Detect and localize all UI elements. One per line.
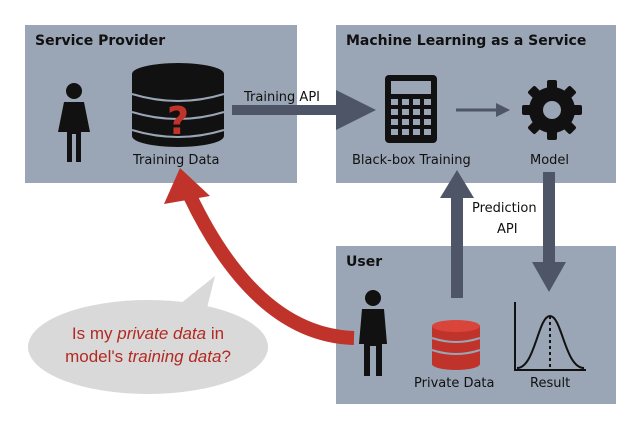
person-icon: [58, 83, 90, 162]
prediction-api-arrow: [451, 196, 463, 298]
speech-bubble: [28, 300, 268, 394]
training-to-model-arrowhead: [496, 103, 510, 117]
database-icon: [131, 63, 225, 147]
mlaas-title: Machine Learning as a Service: [346, 33, 587, 49]
speech-bubble-tail: [180, 276, 215, 312]
bubble-text-italic: training data: [127, 347, 222, 366]
bubble-text-italic: private data: [117, 324, 207, 343]
bubble-text-part: in: [206, 324, 225, 343]
bubble-text-part: model's: [65, 347, 128, 366]
user-title: User: [346, 254, 383, 270]
bell-curve-icon: [514, 302, 586, 371]
private-data-icon: [431, 320, 481, 370]
inference-attack-arrowhead: [164, 168, 210, 204]
private-data-label: Private Data: [414, 376, 495, 391]
blackbox-training-label: Black-box Training: [352, 153, 471, 168]
user-person-icon: [359, 290, 387, 376]
prediction-api-label-2: API: [497, 222, 518, 237]
gear-icon: [522, 80, 582, 140]
prediction-api-label-1: Prediction: [472, 201, 537, 216]
prediction-api-arrowhead: [440, 170, 474, 198]
inference-attack-arrow: [183, 192, 355, 345]
service-provider-title: Service Provider: [35, 33, 166, 49]
bubble-text-part: ?: [221, 347, 231, 366]
training-data-label: Training Data: [133, 153, 220, 168]
model-label: Model: [530, 153, 570, 168]
model-to-result-arrowhead: [532, 262, 566, 292]
question-mark-icon: ?: [167, 99, 189, 143]
model-to-result-arrow: [543, 172, 555, 264]
calculator-icon: [385, 75, 437, 143]
result-label: Result: [530, 376, 571, 391]
bubble-text-part: Is my: [71, 324, 118, 343]
training-api-label: Training API: [244, 90, 320, 105]
speech-bubble-text: Is my private data in model's training d…: [30, 322, 266, 368]
